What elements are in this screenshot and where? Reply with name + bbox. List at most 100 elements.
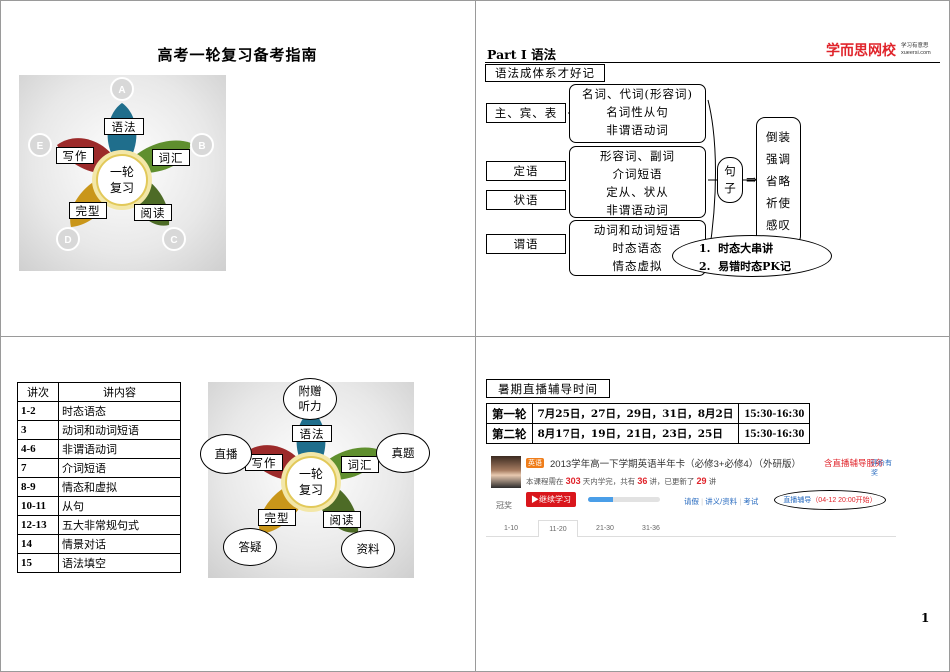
petal-label-grammar: 语法 bbox=[104, 118, 144, 135]
cell: 4-6 bbox=[17, 439, 59, 459]
logo-url: xueersi.com bbox=[901, 50, 931, 56]
special-item: 祈使 bbox=[766, 196, 791, 210]
subject-tag: 英语 bbox=[526, 458, 544, 468]
sentence-node: 句 子 bbox=[717, 157, 743, 203]
item: 时态语态 bbox=[612, 241, 663, 255]
cell: 第二轮 bbox=[486, 423, 533, 444]
slide-1-diagram: A B C D E bbox=[19, 75, 226, 271]
group-attributive: 形容词、副词 介词短语 定从、状从 非谓语动词 bbox=[569, 146, 706, 218]
petal-label-writing: 写作 bbox=[56, 147, 94, 164]
table-header-row: 讲次 讲内容 bbox=[17, 382, 181, 402]
info-text: 讲，已更新了 bbox=[649, 477, 695, 486]
special-sentences: 倒装 强调 省略 祈使 感叹 bbox=[756, 117, 801, 245]
grammar-subtitle: 语法成体系才好记 bbox=[485, 64, 605, 82]
cell: 10-11 bbox=[17, 496, 59, 516]
group-subject: 名词、代词(形容词) 名词性从句 非谓语动词 bbox=[569, 84, 706, 143]
item: 非谓语动词 bbox=[606, 203, 669, 217]
cell: 3 bbox=[17, 420, 59, 440]
bubble-materials: 资料 bbox=[341, 530, 395, 568]
cell: 时态语态 bbox=[58, 401, 181, 421]
page-number: 1 bbox=[921, 611, 930, 625]
continue-study-button[interactable]: ▶继续学习 bbox=[526, 492, 576, 507]
progress-bar bbox=[588, 497, 660, 502]
cell: 动词和动词短语 bbox=[58, 420, 181, 440]
cell: 情景对话 bbox=[58, 534, 181, 554]
live-schedule-table: 第一轮 7月25日，27日，29日，31日，8月2日 15:30-16:30 第… bbox=[486, 403, 811, 444]
petal-2-cloze: 完型 bbox=[258, 509, 296, 526]
letter-a: A bbox=[118, 85, 125, 96]
header-cell: 讲次 bbox=[17, 382, 59, 402]
petal-2-grammar: 语法 bbox=[292, 425, 332, 442]
live-tutoring-link[interactable]: 直播辅导（04-12 20:00开始） bbox=[774, 490, 886, 510]
info-text: 本课程需在 bbox=[526, 477, 564, 486]
header-rule bbox=[485, 62, 940, 63]
handout-link[interactable]: 讲义/资料 bbox=[705, 497, 738, 506]
bubble-exam: 真题 bbox=[376, 433, 430, 473]
logo-brand: 学而思网校 bbox=[826, 42, 896, 58]
cell: 从句 bbox=[58, 496, 181, 516]
item: 介词短语 bbox=[612, 167, 663, 181]
rating-link[interactable]: 评价有奖 bbox=[871, 460, 892, 477]
item: 非谓语动词 bbox=[606, 123, 669, 137]
progress-fill bbox=[588, 497, 614, 502]
petal-2-reading: 阅读 bbox=[323, 511, 361, 528]
special-item: 感叹 bbox=[766, 218, 791, 232]
tab-31-36[interactable]: 31-36 bbox=[642, 524, 660, 532]
petal-label-vocab: 词汇 bbox=[152, 149, 190, 166]
item: 定从、状从 bbox=[606, 185, 669, 199]
course-title[interactable]: 2013学年高一下学期英语半年卡（必修3+必修4）（外研版） bbox=[550, 459, 801, 470]
petal-label-reading: 阅读 bbox=[134, 204, 172, 221]
info-total: 36 bbox=[637, 476, 648, 486]
bubble-live: 直播 bbox=[200, 434, 252, 474]
cell: 五大非常规句式 bbox=[58, 515, 181, 535]
exam-link[interactable]: 考试 bbox=[743, 497, 759, 506]
course-links: 请假 | 讲义/资料 | 考试 bbox=[684, 497, 759, 506]
bubble-qa: 答疑 bbox=[223, 528, 277, 566]
sentence-arrow-icon: ⇒ bbox=[746, 173, 757, 188]
live-schedule-title: 暑期直播辅导时间 bbox=[486, 379, 610, 398]
special-item: 省略 bbox=[766, 174, 791, 188]
cell: 8-9 bbox=[17, 477, 59, 497]
part-label: Part Ⅰ 语法 bbox=[487, 47, 557, 62]
tab-1-10[interactable]: 1-10 bbox=[503, 524, 518, 532]
header-cell: 讲内容 bbox=[58, 382, 181, 402]
info-text: 讲 bbox=[708, 477, 717, 486]
cell: 1-2 bbox=[17, 401, 59, 421]
cell: 介词短语 bbox=[58, 458, 181, 478]
row-label-attributive: 定语 bbox=[486, 161, 566, 181]
cell: 15:30-16:30 bbox=[738, 403, 811, 424]
tense-notes-ellipse: 1. 时态大串讲 2. 易错时态PK记 bbox=[672, 235, 832, 277]
item: 情态虚拟 bbox=[612, 259, 663, 273]
letter-c: C bbox=[170, 235, 177, 246]
item: 动词和动词短语 bbox=[593, 223, 682, 237]
logo-tag: 学习有意思 bbox=[901, 43, 929, 49]
live-link-time: （04-12 20:00开始） bbox=[811, 497, 877, 504]
cell: 第一轮 bbox=[486, 403, 533, 424]
tab-21-30[interactable]: 21-30 bbox=[596, 524, 614, 532]
live-link-label: 直播辅导 bbox=[783, 497, 812, 504]
row-label-adverbial: 状语 bbox=[486, 190, 566, 210]
cell: 12-13 bbox=[17, 515, 59, 535]
petal-label-cloze: 完型 bbox=[69, 202, 107, 219]
teacher-name: 冠奖 bbox=[496, 501, 512, 510]
diagram-center-label: 一轮 复习 bbox=[109, 165, 134, 195]
cell: 语法填空 bbox=[58, 553, 181, 573]
lesson-tabs: 1-10 11-20 21-30 31-36 bbox=[486, 518, 896, 537]
cell: 非谓语动词 bbox=[58, 439, 181, 459]
leave-link[interactable]: 请假 bbox=[684, 497, 699, 506]
info-updated: 29 bbox=[696, 476, 707, 486]
tab-11-20[interactable]: 11-20 bbox=[538, 520, 578, 537]
course-card: 冠奖 英语 2013学年高一下学期英语半年卡（必修3+必修4）（外研版） 含直播… bbox=[486, 452, 896, 538]
table-row: 第一轮 7月25日，27日，29日，31日，8月2日 15:30-16:30 bbox=[486, 403, 811, 424]
cell: 情态和虚拟 bbox=[58, 477, 181, 497]
table-row: 第二轮 8月17日，19日，21日，23日，25日 15:30-16:30 bbox=[486, 423, 811, 444]
teacher-avatar bbox=[491, 456, 521, 488]
letter-d: D bbox=[64, 235, 71, 246]
